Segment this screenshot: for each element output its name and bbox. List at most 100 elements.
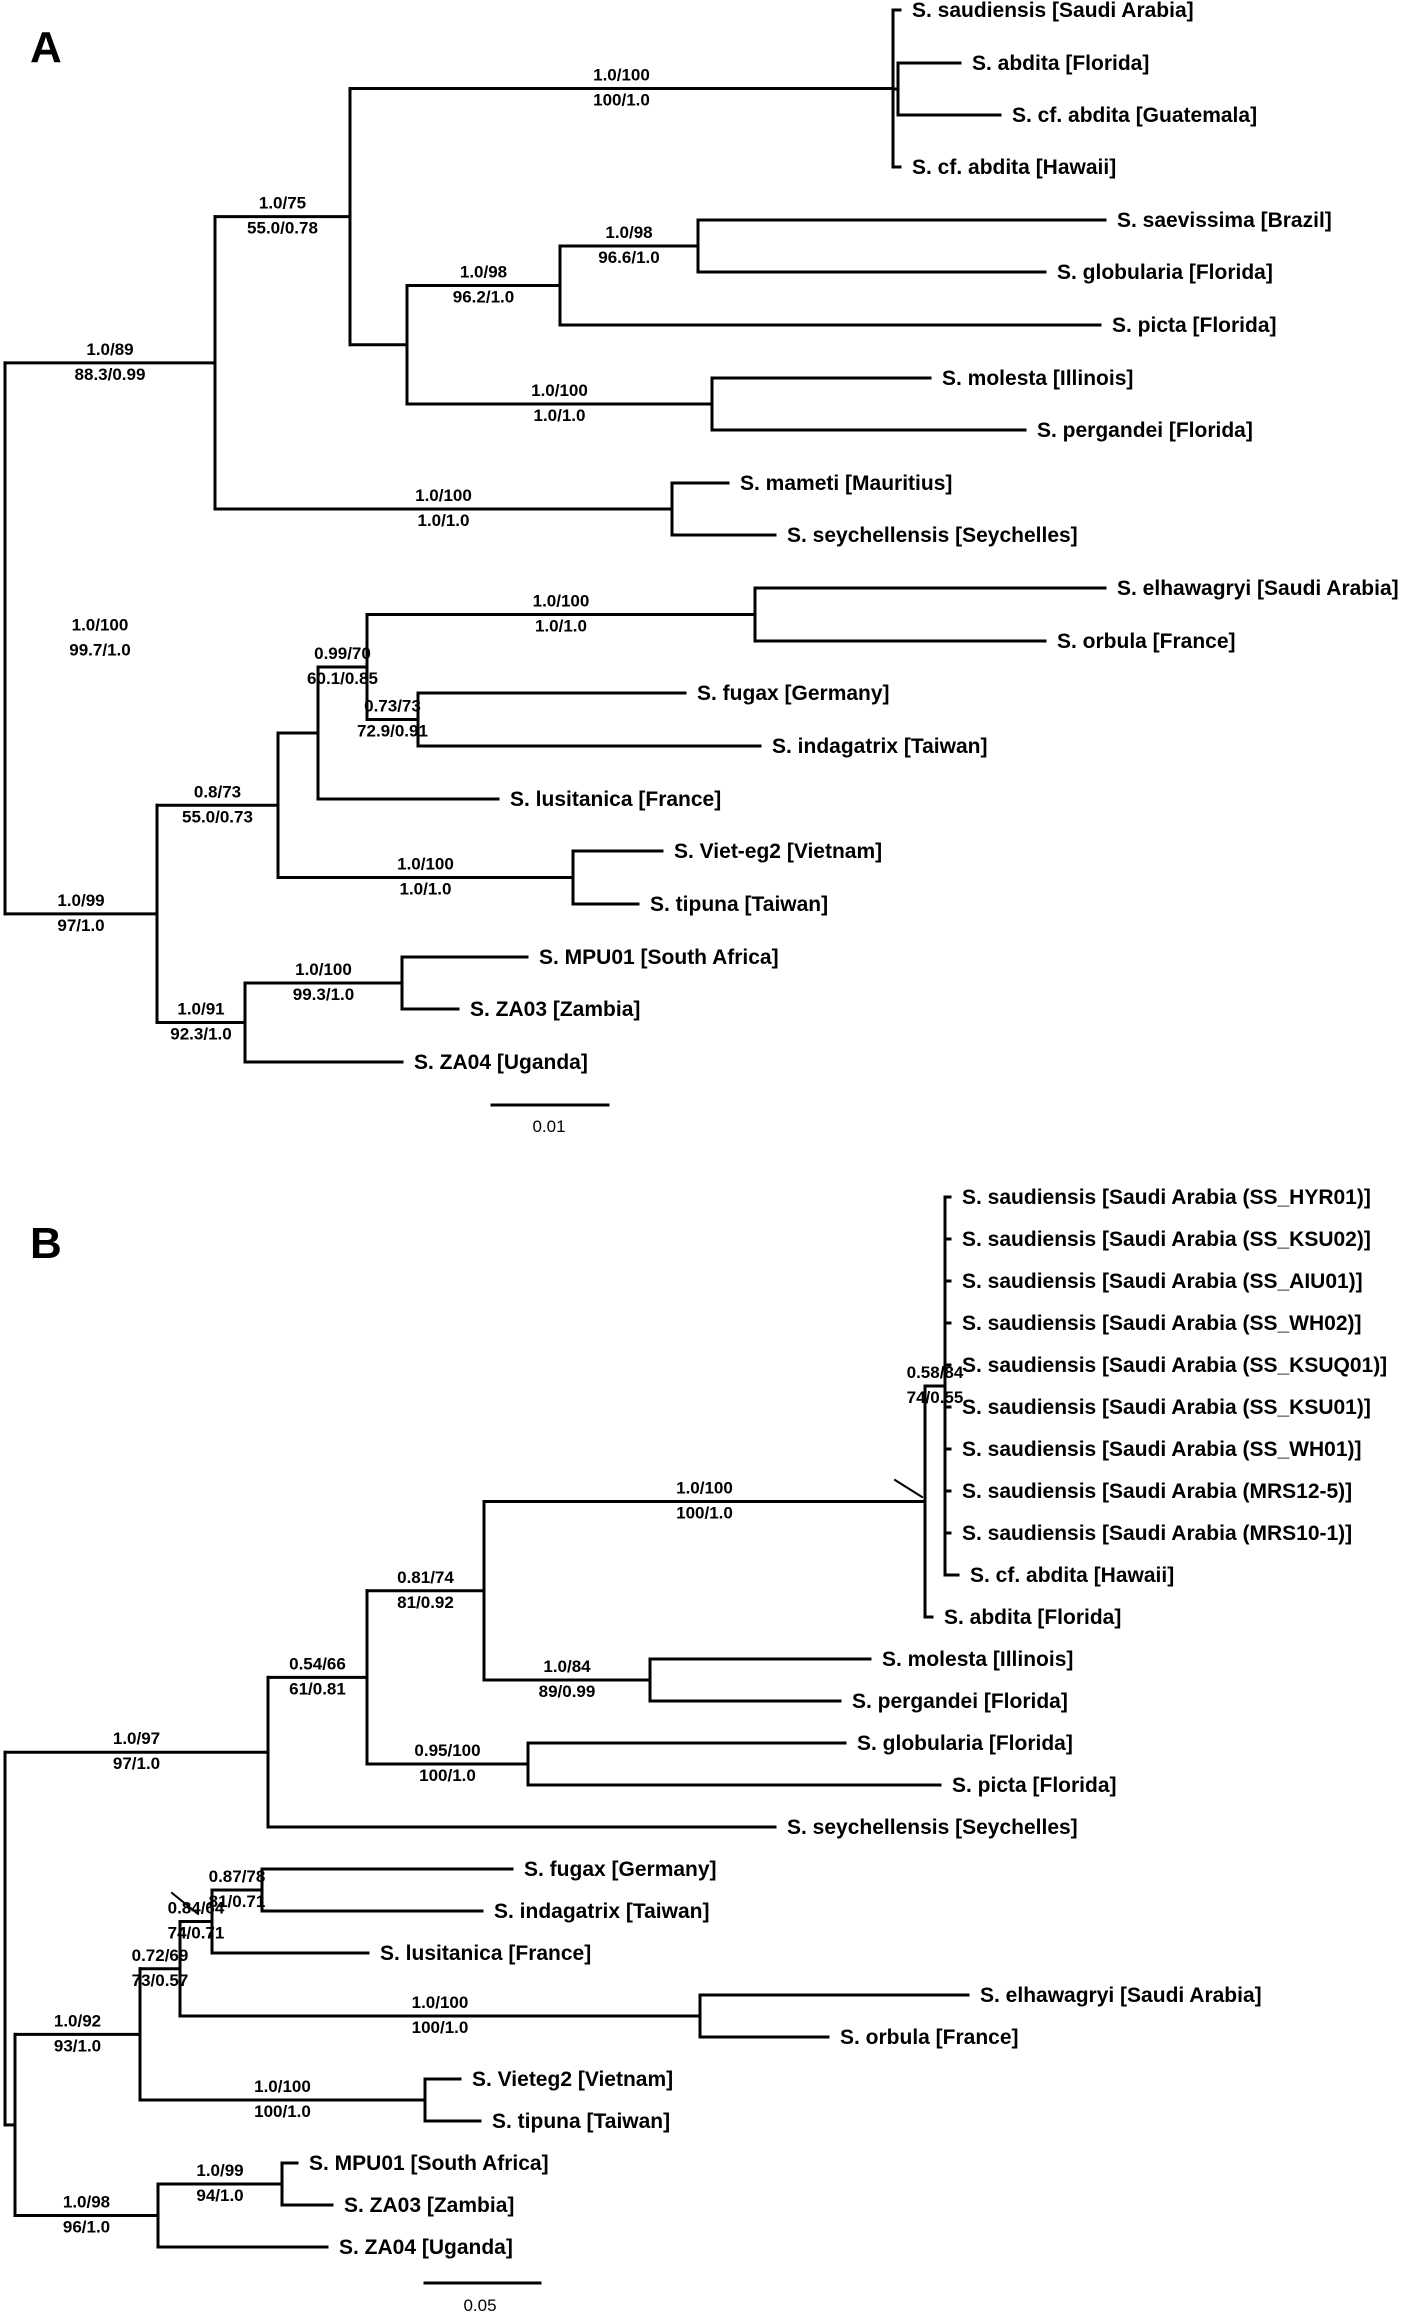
taxon-label: S. orbula [France] [840,2026,1019,2049]
taxon-label: S. tipuna [Taiwan] [492,2110,670,2133]
taxon-label: S. indagatrix [Taiwan] [494,1900,709,1923]
taxon-label: S. seychellensis [Seychelles] [787,1816,1078,1839]
tree-b: 1.0/9797/1.00.54/6661/0.810.81/7481/0.92… [3,1186,1387,2259]
support-value: 1.0/1.0 [535,617,587,636]
panel-b-label: B [30,1219,62,1268]
support-value: 100/1.0 [254,2102,311,2121]
taxon-label: S. ZA04 [Uganda] [339,2236,513,2259]
support-value: 1.0/100 [295,960,352,979]
support-value: 89/0.99 [539,1682,596,1701]
tree-a: 1.0/100 99.7/1.0 1.0/89 88.3/0.99 1.0/75 55.0… [3,0,1399,1074]
taxon-label: S. saudiensis [Saudi Arabia (SS_AIU01)] [962,1270,1363,1293]
support-value: 0.58/84 [907,1363,964,1382]
taxon-label: S. tipuna [Taiwan] [650,893,828,916]
taxon-label: S. saudiensis [Saudi Arabia (SS_HYR01)] [962,1186,1371,1209]
panel-b: B 1.0/9797/1.00.54/6661/0.810.81/7481/0.… [3,1186,1387,2315]
support-value: 1.0/100 [254,2077,311,2096]
support-value: 1.0/100 [676,1479,733,1498]
support-value: 0.95/100 [414,1741,480,1760]
support-value: 0.8/73 [194,782,241,801]
support-value: 1.0/91 [177,1000,224,1019]
support-value: 1.0/100 [415,486,472,505]
taxon-label: S. ZA03 [Zambia] [470,998,640,1021]
support-value: 1.0/100 [533,592,590,611]
taxon-label: S. fugax [Germany] [524,1858,717,1881]
support-value: 81/0.71 [209,1892,266,1911]
taxon-label: S. picta [Florida] [952,1774,1117,1797]
support-value: 96/1.0 [63,2218,110,2237]
taxon-label: S. orbula [France] [1057,630,1236,653]
support-value: 1.0/98 [460,263,507,282]
support-value: 0.99/70 [314,644,371,663]
taxon-label: S. indagatrix [Taiwan] [772,735,987,758]
taxon-label: S. abdita [Florida] [944,1606,1121,1629]
support-value: 100/1.0 [593,91,650,110]
support-value: 1.0/100 [72,615,129,634]
taxon-label: S. cf. abdita [Guatemala] [1012,104,1257,127]
taxon-label: S. pergandei [Florida] [852,1690,1068,1713]
taxon-label: S. molesta [Illinois] [882,1648,1073,1671]
support-value: 1.0/84 [543,1657,591,1676]
support-value: 61/0.81 [289,1679,346,1698]
support-value: 60.1/0.85 [307,669,378,688]
taxon-label: S. picta [Florida] [1112,314,1277,337]
support-pointer [170,1891,200,1916]
support-value: 0.87/78 [209,1867,266,1886]
support-value: 1.0/100 [531,381,588,400]
support-value: 88.3/0.99 [75,365,146,384]
support-value: 0.81/74 [397,1568,454,1587]
taxon-label: S. globularia [Florida] [1057,261,1273,284]
support-value: 74/0.71 [168,1924,225,1943]
scale-bar-b-label: 0.05 [463,2296,496,2315]
support-value: 1.0/99 [196,2161,243,2180]
taxon-label: S. saudiensis [Saudi Arabia (SS_KSU02)] [962,1228,1371,1251]
support-value: 1.0/75 [259,194,306,213]
support-value: 0.84/64 [168,1899,225,1918]
support-value: 99.7/1.0 [69,640,130,659]
support-value: 1.0/100 [593,66,650,85]
support-value: 1.0/100 [412,1993,469,2012]
support-value: 73/0.57 [132,1971,189,1990]
taxon-label: S. saudiensis [Saudi Arabia (SS_KSUQ01)] [962,1354,1387,1377]
taxon-label: S. Vieteg2 [Vietnam] [472,2068,673,2091]
support-value: 81/0.92 [397,1593,454,1612]
support-value: 100/1.0 [412,2018,469,2037]
taxon-label: S. ZA03 [Zambia] [344,2194,514,2217]
support-value: 97/1.0 [57,916,104,935]
panel-a: A 1.0/100 99.7/1.0 1.0/89 88.3/0.99 1.0/75 55… [3,0,1399,1136]
support-value: 99.3/1.0 [293,985,354,1004]
taxon-label: S. lusitanica [France] [380,1942,591,1965]
support-value: 0.54/66 [289,1654,346,1673]
support-value: 1.0/98 [605,223,652,242]
support-value: 1.0/98 [63,2193,110,2212]
panel-a-label: A [30,23,62,72]
support-value: 1.0/1.0 [400,880,452,899]
taxon-label: S. Viet-eg2 [Vietnam] [674,840,882,863]
taxon-label: S. cf. abdita [Hawaii] [970,1564,1174,1587]
support-value: 74/0.55 [907,1388,964,1407]
taxon-label: S. lusitanica [France] [510,788,721,811]
taxon-label: S. elhawagryi [Saudi Arabia] [1117,577,1399,600]
taxon-label: S. saudiensis [Saudi Arabia (SS_KSU01)] [962,1396,1371,1419]
taxon-label: S. MPU01 [South Africa] [539,946,779,969]
support-value: 1.0/89 [86,340,133,359]
taxon-label: S. saudiensis [Saudi Arabia (MRS12-5)] [962,1480,1352,1503]
taxon-label: S. MPU01 [South Africa] [309,2152,549,2175]
support-value: 93/1.0 [54,2036,101,2055]
support-value: 55.0/0.78 [247,219,318,238]
support-value: 94/1.0 [196,2186,243,2205]
taxon-label: S. mameti [Mauritius] [740,472,952,495]
support-value: 55.0/0.73 [182,807,253,826]
taxon-label: S. seychellensis [Seychelles] [787,524,1078,547]
taxon-label: S. fugax [Germany] [697,682,890,705]
taxon-label: S. saudiensis [Saudi Arabia (MRS10-1)] [962,1522,1352,1545]
taxon-label: S. saudiensis [Saudi Arabia (SS_WH02)] [962,1312,1362,1335]
support-value: 97/1.0 [113,1754,160,1773]
support-value: 1.0/1.0 [534,406,586,425]
support-value: 0.72/69 [132,1946,189,1965]
taxon-label: S. saudiensis [Saudi Arabia] [912,0,1194,22]
support-value: 1.0/1.0 [418,511,470,530]
support-value: 0.73/73 [364,697,421,716]
